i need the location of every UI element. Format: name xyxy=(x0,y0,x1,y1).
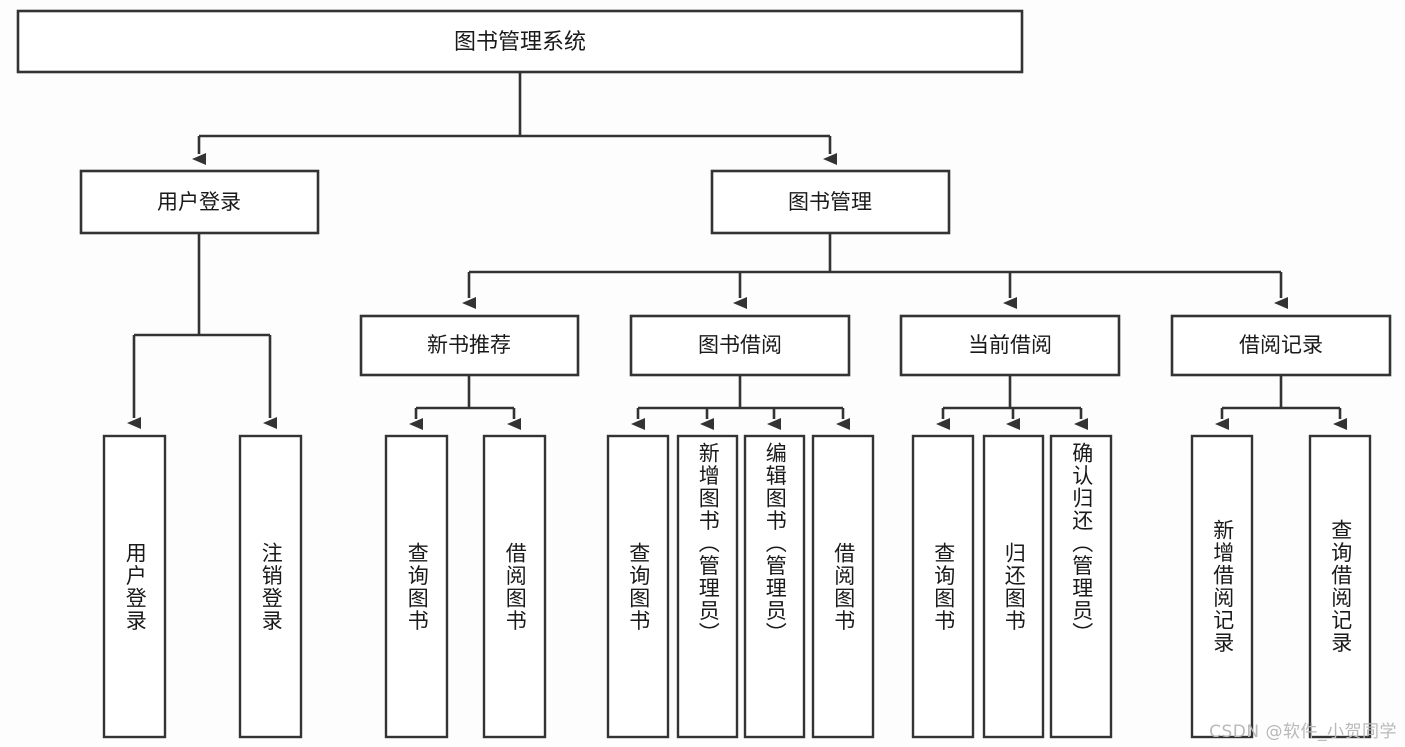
leaf-box-book-borrow-2[interactable] xyxy=(676,434,739,739)
node-book-borrow-label: 图书借阅 xyxy=(698,333,782,357)
leaf-box-user-login-2[interactable] xyxy=(238,434,303,739)
node-book-manage-label: 图书管理 xyxy=(788,190,872,214)
leaf-box-borrow-record-1[interactable] xyxy=(1190,434,1254,739)
leaf-box-user-login-1[interactable] xyxy=(102,434,167,739)
watermark: CSDN @软件_小贺同学 xyxy=(1209,722,1397,742)
node-borrow-record[interactable] xyxy=(1170,314,1392,377)
node-current-borrow[interactable] xyxy=(899,314,1121,377)
leaf-box-book-borrow-1[interactable] xyxy=(606,434,670,739)
node-current-borrow-label: 当前借阅 xyxy=(968,333,1052,357)
leaf-box-new-book-1[interactable] xyxy=(384,434,449,739)
leaf-box-current-borrow-1[interactable] xyxy=(911,434,975,739)
node-root[interactable] xyxy=(16,9,1024,74)
node-user-login[interactable] xyxy=(79,169,320,235)
leaf-box-current-borrow-3[interactable] xyxy=(1049,434,1113,739)
node-borrow-record-label: 借阅记录 xyxy=(1239,333,1323,357)
node-book-borrow[interactable] xyxy=(629,314,851,377)
node-new-book-recommend[interactable] xyxy=(359,314,580,377)
leaf-box-book-borrow-3[interactable] xyxy=(743,434,806,739)
node-new-book-recommend-label: 新书推荐 xyxy=(427,333,511,357)
node-book-manage[interactable] xyxy=(710,169,951,235)
leaf-box-book-borrow-4[interactable] xyxy=(811,434,875,739)
leaf-box-new-book-2[interactable] xyxy=(482,434,547,739)
node-root-label: 图书管理系统 xyxy=(454,30,586,55)
node-user-login-label: 用户登录 xyxy=(157,190,241,214)
leaf-box-current-borrow-2[interactable] xyxy=(982,434,1045,739)
leaf-box-borrow-record-2[interactable] xyxy=(1308,434,1372,739)
